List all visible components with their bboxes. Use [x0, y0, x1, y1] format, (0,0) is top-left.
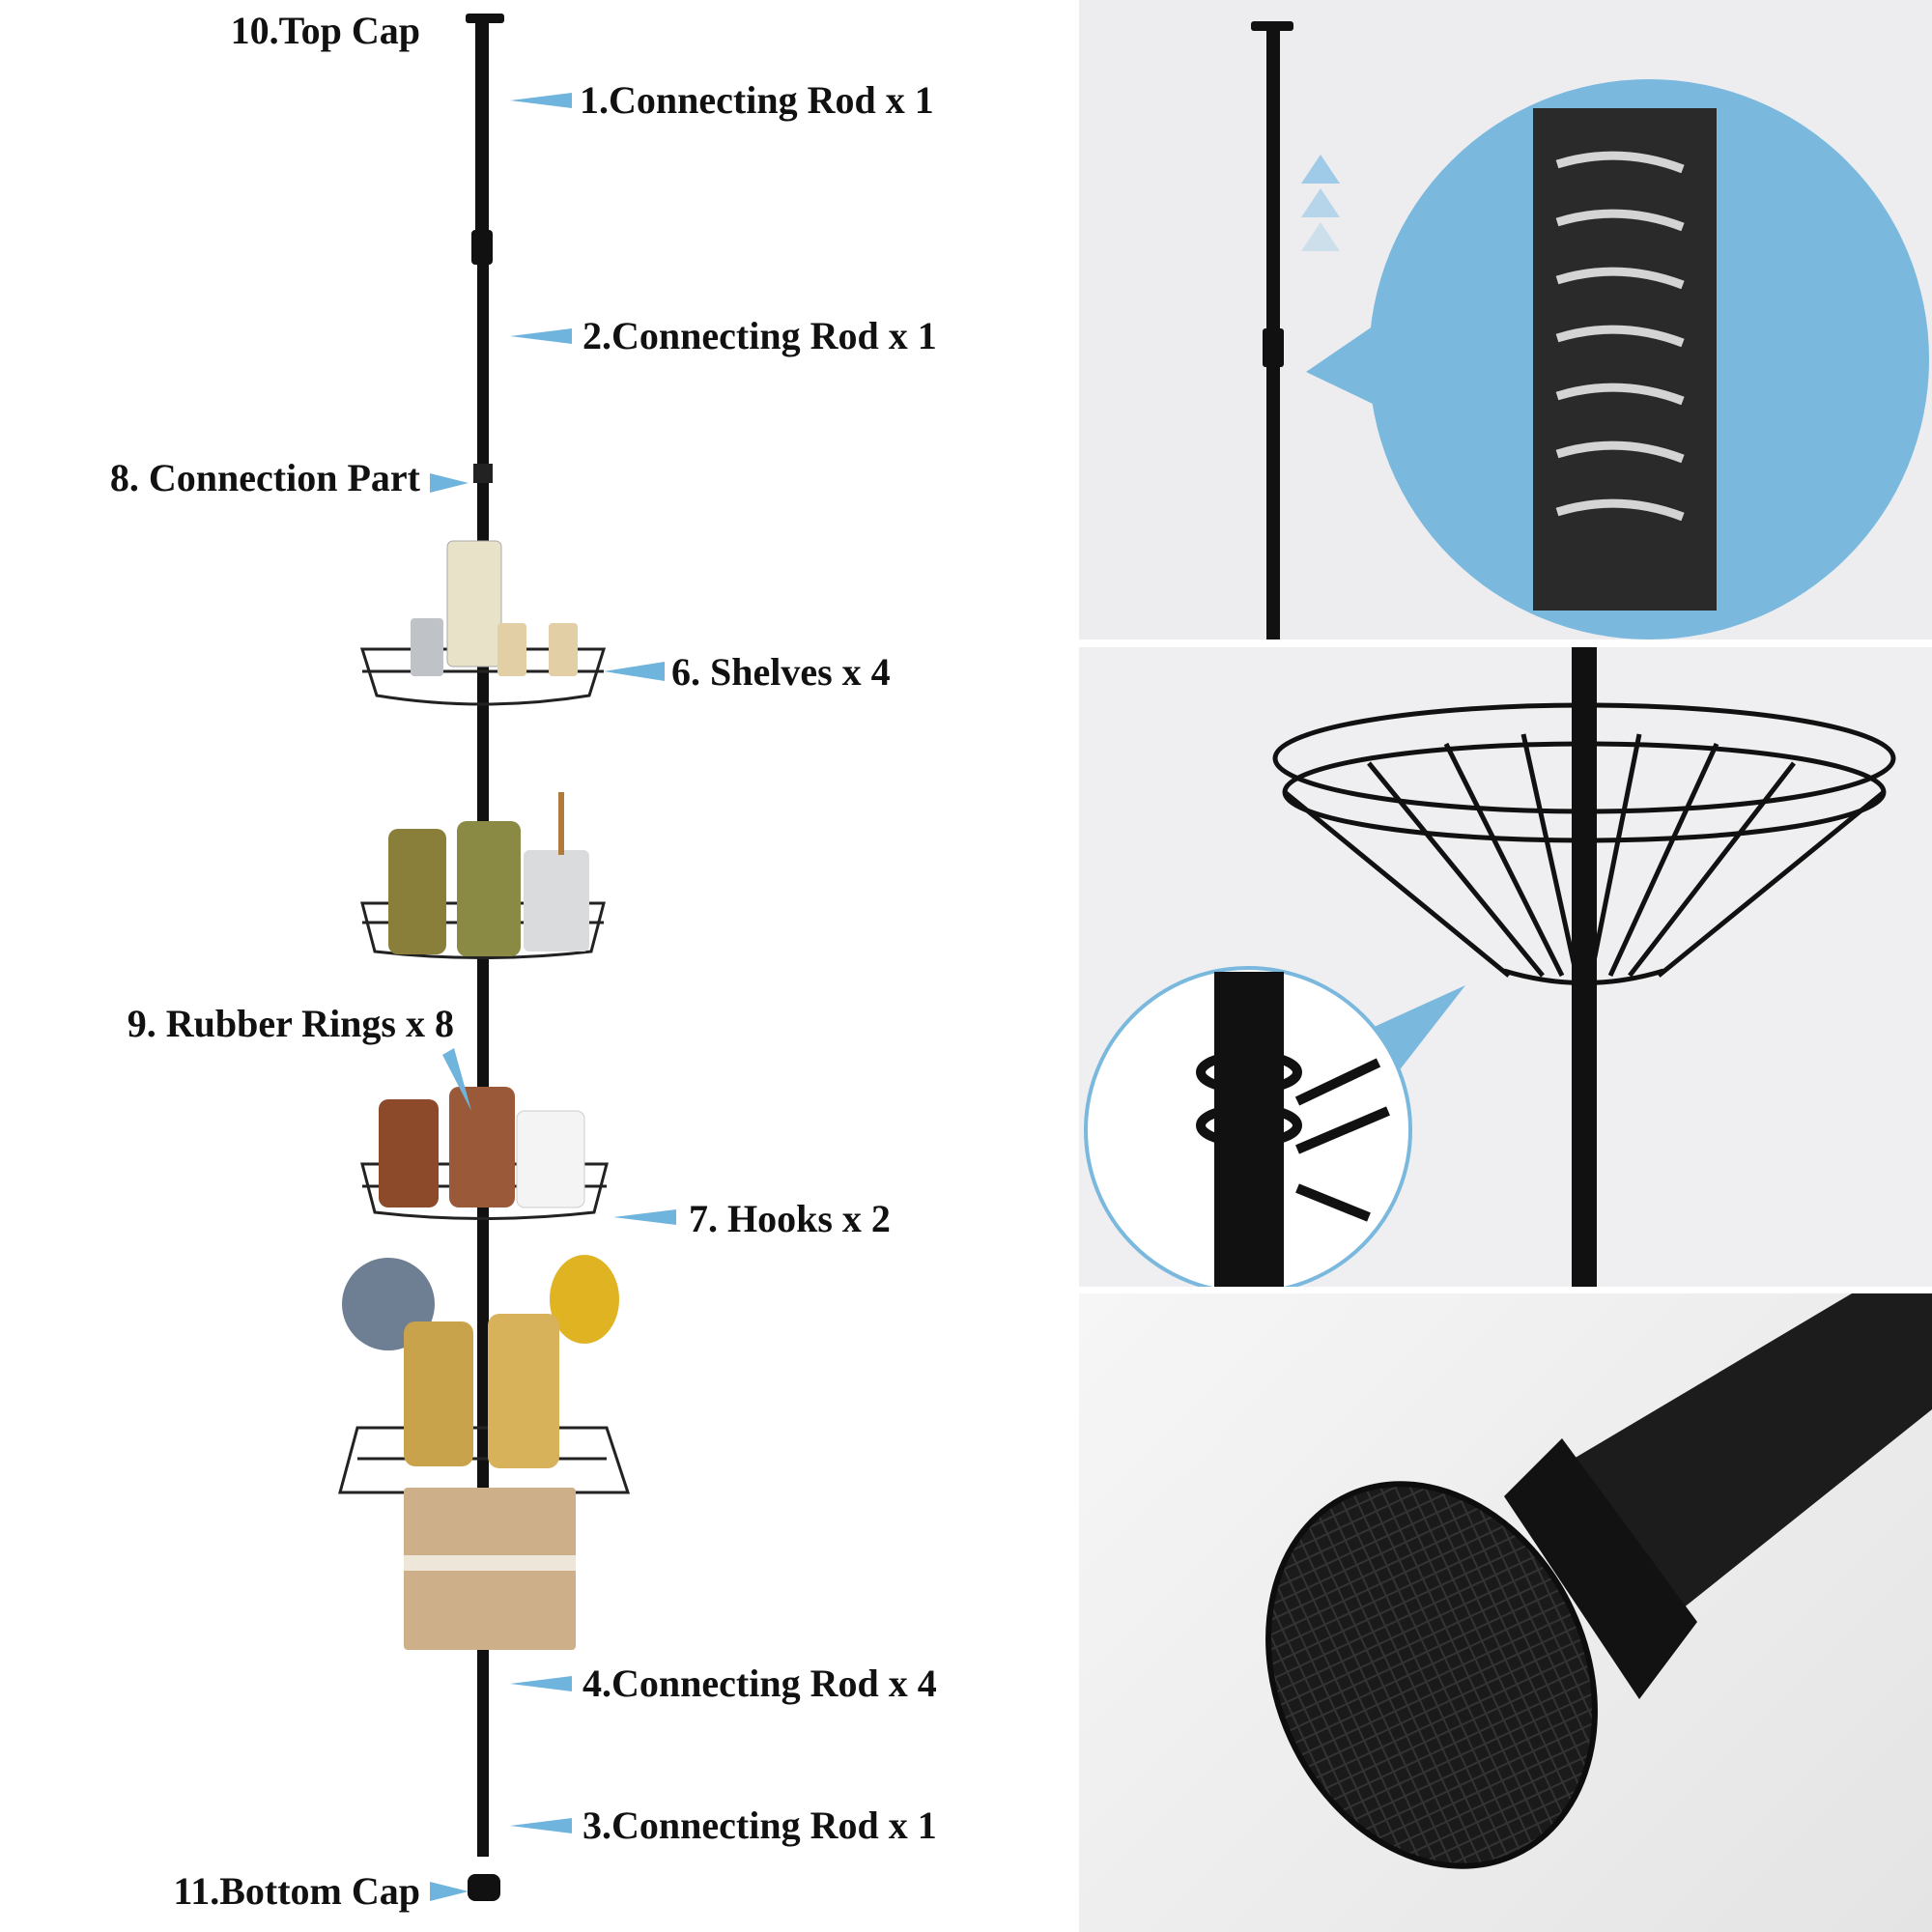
bottom-cap-detail-panel — [1079, 1293, 1932, 1932]
rubber-ring-closeup — [1196, 1050, 1390, 1222]
pole-upper — [475, 21, 489, 234]
connection-sleeve — [471, 230, 493, 265]
label-rubber-rings: 9. Rubber Rings x 8 — [127, 1002, 454, 1045]
label-rod1: 1.Connecting Rod x 1 — [580, 78, 934, 122]
shelf-4-products — [404, 1314, 576, 1650]
label-rod2: 2.Connecting Rod x 1 — [582, 314, 937, 357]
top-cap-detail — [1251, 21, 1293, 31]
label-connection-part: 8. Connection Part — [109, 456, 420, 499]
top-cap — [466, 14, 504, 23]
shelf-1-products — [411, 540, 578, 676]
label-top-cap: 10.Top Cap — [230, 9, 420, 52]
spring-coils — [1555, 151, 1685, 522]
bottom-cap — [468, 1874, 500, 1901]
label-shelves: 6. Shelves x 4 — [671, 650, 891, 694]
sleeve-detail — [1263, 328, 1284, 367]
label-arrows — [430, 93, 676, 1901]
connection-joint — [473, 464, 493, 483]
label-hooks: 7. Hooks x 2 — [689, 1197, 891, 1240]
cap-collar — [1504, 1438, 1697, 1699]
label-rod4: 4.Connecting Rod x 4 — [582, 1662, 937, 1705]
up-arrows-icon — [1301, 155, 1340, 251]
shelf-ring-detail-panel — [1079, 647, 1932, 1287]
basket-detail — [1272, 702, 1896, 985]
rod-bottom-body — [1543, 1293, 1932, 1612]
spring-rod-closeup — [1533, 108, 1717, 611]
pole-closeup — [1214, 972, 1284, 1287]
bottom-cap-foot — [1265, 1481, 1598, 1869]
shelf-2-products — [388, 792, 589, 956]
label-rod3: 3.Connecting Rod x 1 — [582, 1804, 937, 1847]
label-bottom-cap: 11.Bottom Cap — [173, 1869, 420, 1913]
product-diagram — [338, 14, 676, 1901]
shelf-3-products — [379, 1087, 585, 1208]
spring-detail-panel — [1079, 0, 1932, 639]
